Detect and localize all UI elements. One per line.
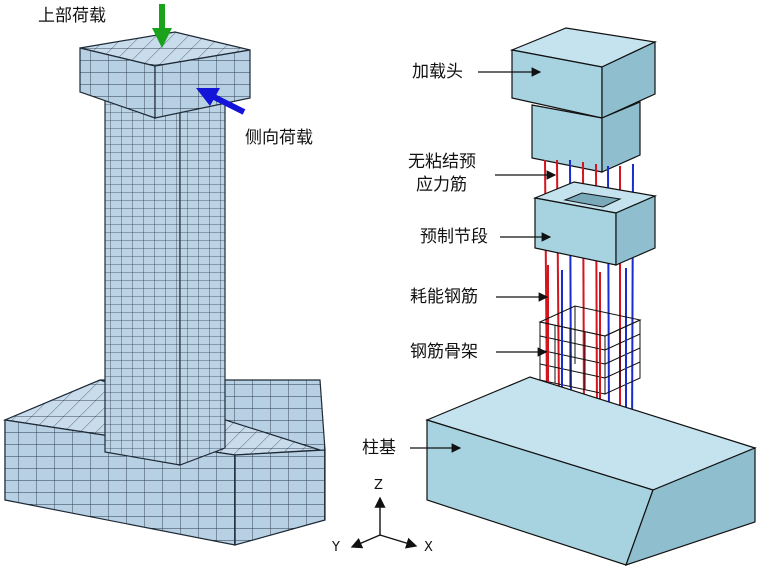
axis-z-label: Z xyxy=(374,478,383,493)
loading-head-block xyxy=(509,27,658,173)
energy-bar-label: 耗能钢筋 xyxy=(410,287,478,307)
lateral-load-label: 侧向荷载 xyxy=(245,128,313,148)
rebar-cage xyxy=(538,305,642,395)
top-load-arrow xyxy=(152,4,172,48)
axis-y-label: Y xyxy=(332,540,340,555)
precast-segment-block xyxy=(532,181,658,266)
coordinate-triad xyxy=(350,496,418,549)
footing-block xyxy=(425,376,757,566)
lateral-load-arrow xyxy=(196,88,246,115)
leader-lines xyxy=(410,67,557,453)
left-column-shaft xyxy=(104,94,226,466)
unbonded-tendon-label-line2: 应力筋 xyxy=(416,175,467,195)
energy-dissipating-bars xyxy=(547,265,627,340)
footing-label: 柱基 xyxy=(362,438,396,458)
unbonded-tendon-label-line1: 无粘结预 xyxy=(408,152,476,172)
axis-x-label: X xyxy=(424,540,433,555)
right-exploded-model xyxy=(410,27,757,566)
left-mesh-model xyxy=(2,4,326,546)
rebar-cage-label: 钢筋骨架 xyxy=(410,342,478,362)
precast-segment-label: 预制节段 xyxy=(420,227,488,247)
loading-head-label: 加载头 xyxy=(412,62,463,82)
top-load-label: 上部荷载 xyxy=(38,6,106,26)
